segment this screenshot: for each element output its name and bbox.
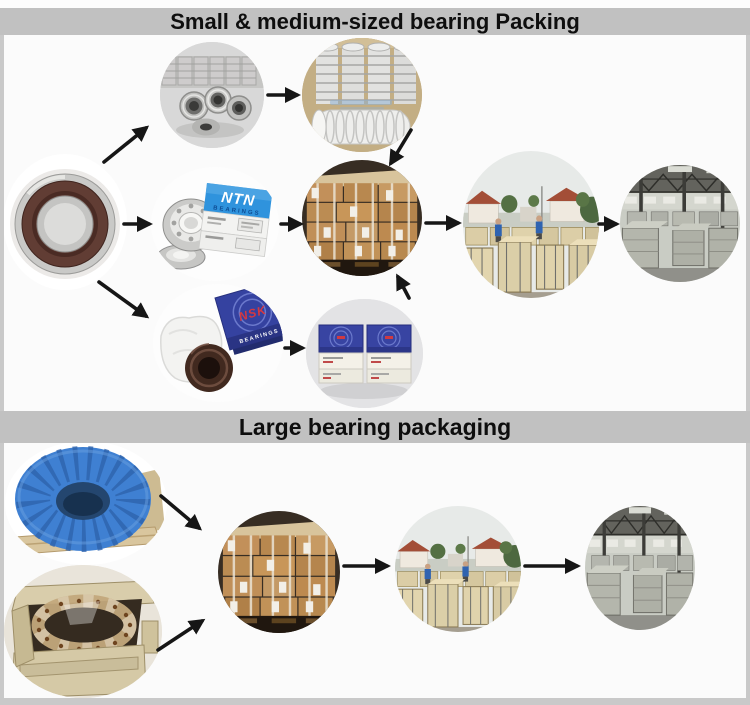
- photo-branded-boxes: [306, 299, 423, 408]
- photo-nsk-bearing-box: NSK BEARINGS: [153, 284, 283, 402]
- left-border: [0, 35, 4, 698]
- wrapped-rolls-graphic: [302, 38, 422, 152]
- warehouse-graphic-2: [585, 506, 695, 630]
- photo-crated-bearing: [4, 565, 162, 698]
- crated-bearing-graphic: [4, 565, 162, 698]
- photo-wrapped-rolls: [302, 38, 422, 152]
- photo-factory-yard-top: [463, 151, 599, 298]
- photo-loose-bearings: [160, 42, 264, 148]
- photo-blue-wrapped-bearing: [5, 441, 167, 565]
- photo-sealed-bearing: [3, 154, 127, 290]
- ntn-bearings-text: BEARINGS: [213, 205, 261, 217]
- photo-warehouse-bottom: [585, 506, 695, 630]
- header-large-band: Large bearing packaging: [0, 411, 750, 443]
- right-border: [746, 35, 750, 698]
- sealed-bearing-graphic: [4, 157, 126, 290]
- photo-warehouse-top: [620, 165, 740, 282]
- loose-bearings-graphic: [160, 42, 264, 148]
- warehouse-graphic: [620, 165, 740, 282]
- factory-yard-graphic-2: [395, 506, 521, 632]
- nsk-graphic: NSK BEARINGS: [153, 284, 283, 402]
- header-large-title: Large bearing packaging: [238, 413, 512, 440]
- photo-ntn-bearing-box: NTN BEARINGS: [151, 167, 279, 281]
- carton-pallet-graphic-2: [218, 511, 340, 633]
- blue-wrapped-bearing-graphic: [5, 441, 167, 565]
- branded-boxes-graphic: [306, 299, 423, 408]
- ntn-logo-text: NTN: [220, 189, 256, 210]
- bottom-border: [0, 698, 750, 705]
- photo-factory-yard-bottom: [395, 506, 521, 632]
- ntn-graphic: NTN BEARINGS: [151, 167, 279, 281]
- header-small-medium-band: Small & medium-sized bearing Packing: [0, 8, 750, 35]
- carton-pallet-graphic: [302, 160, 422, 276]
- header-small-medium-title: Small & medium-sized bearing Packing: [170, 8, 580, 34]
- photo-carton-pallet-top: [302, 160, 422, 276]
- photo-carton-pallet-bottom: [218, 511, 340, 633]
- factory-yard-graphic: [463, 151, 599, 298]
